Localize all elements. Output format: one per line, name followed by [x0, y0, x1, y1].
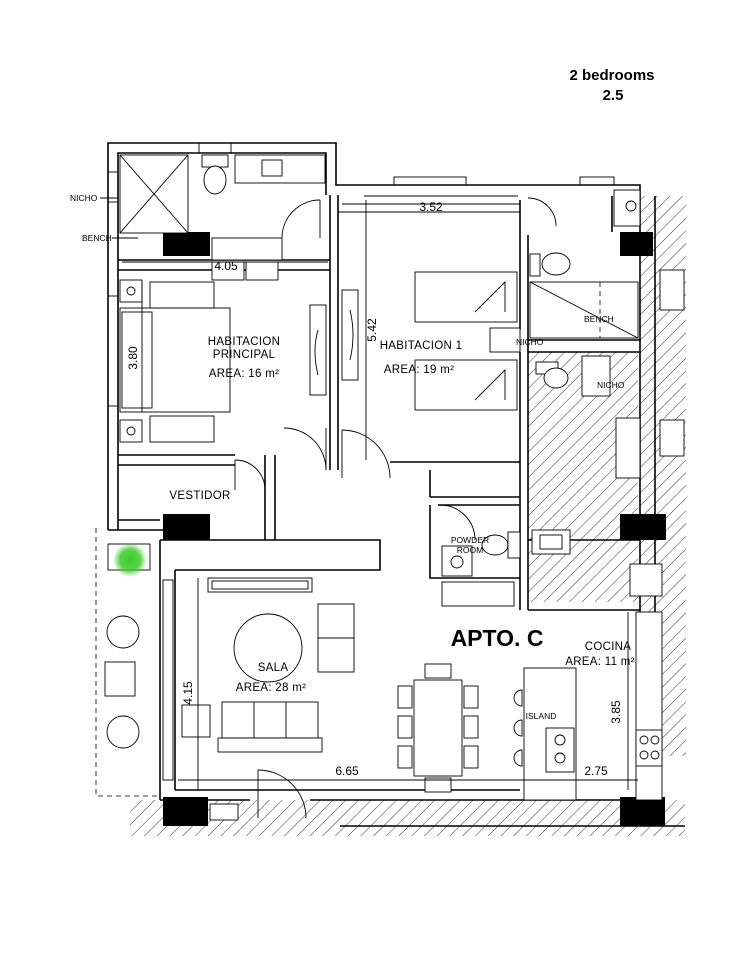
dim-665: 6.65: [335, 764, 359, 778]
living-furniture: [181, 577, 479, 821]
room-cocina-name: COCINA: [585, 641, 632, 653]
room-principal-name-2: PRINCIPAL: [213, 349, 276, 361]
dim-275: 2.75: [584, 764, 608, 778]
dim-380: 3.80: [126, 346, 140, 370]
master-bedroom-furniture: [119, 279, 327, 491]
labels: 2 bedrooms 2.5 APTO. C HABITACION PRINCI…: [70, 67, 655, 778]
powder-line1: POWDER: [451, 535, 489, 545]
terrace: [95, 528, 160, 797]
dim-385: 3.85: [609, 700, 623, 724]
island-label: ISLAND: [526, 711, 557, 721]
room-hab1-name: HABITACION 1: [380, 340, 463, 352]
bedroom1-furniture: [338, 195, 557, 479]
powder-line2: ROOM: [457, 545, 483, 555]
dim-352: 3.52: [419, 200, 443, 214]
kitchen: [513, 269, 685, 801]
unit-label: APTO. C: [451, 625, 544, 651]
columns: [163, 232, 666, 826]
powder-room: [439, 504, 571, 607]
tag-nicho-right: NICHO: [597, 380, 625, 390]
windows: [107, 142, 615, 781]
room-cocina-area: AREA: 11 m²: [565, 656, 635, 668]
header-line1: 2 bedrooms: [569, 67, 654, 84]
room-principal-area: AREA: 16 m²: [209, 368, 279, 380]
tag-nicho-mid: NICHO: [516, 337, 544, 347]
dim-415: 4.15: [181, 681, 195, 705]
tag-nicho-left: NICHO: [70, 193, 98, 203]
room-hab1-area: AREA: 19 m²: [384, 364, 454, 376]
master-bath: [100, 154, 326, 281]
room-principal-name-1: HABITACION: [208, 336, 280, 348]
right-bath: [529, 189, 641, 397]
room-sala-name: SALA: [258, 662, 289, 674]
tag-bench-right: BENCH: [584, 314, 614, 324]
green-marker: [113, 543, 147, 577]
tag-bench-left: BENCH: [82, 233, 112, 243]
room-vestidor-name: VESTIDOR: [169, 490, 230, 502]
dim-405: 4.05: [214, 259, 238, 273]
dim-542: 5.42: [365, 318, 379, 342]
room-sala-area: AREA: 28 m²: [236, 682, 306, 694]
dimension-lines: [122, 200, 638, 790]
header-line2: 2.5: [603, 87, 624, 104]
